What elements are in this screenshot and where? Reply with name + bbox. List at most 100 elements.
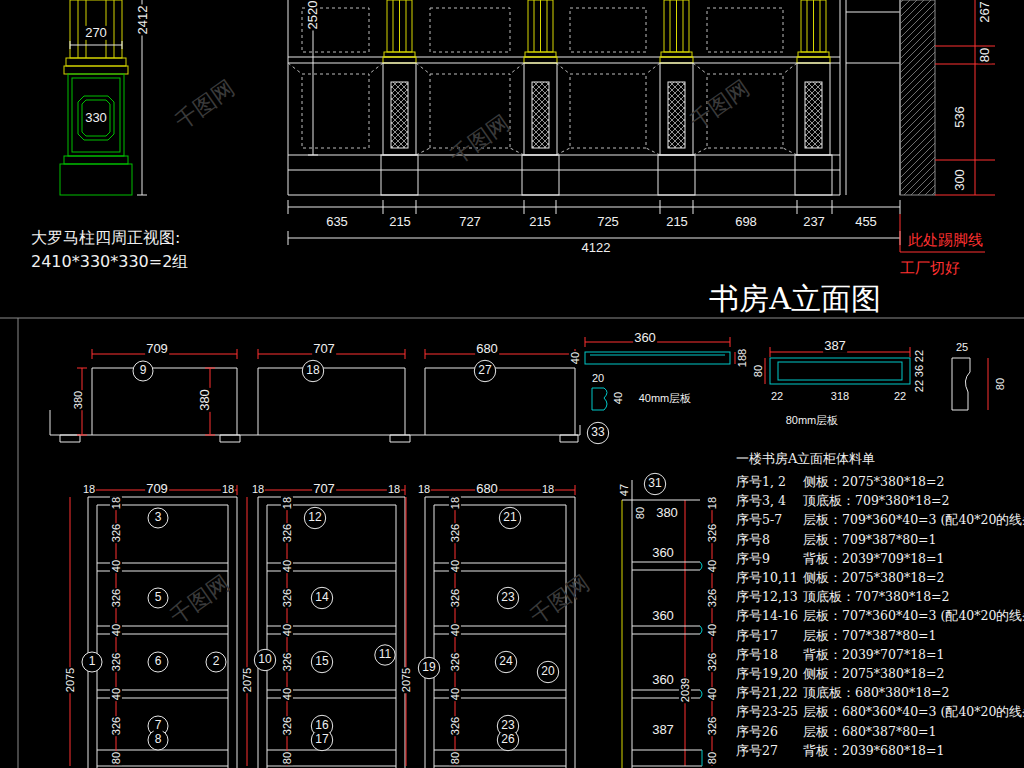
- dimension-text: 215: [388, 215, 412, 229]
- material-row: 层板：680*387*80=1: [802, 725, 938, 739]
- callout-circle: [497, 729, 518, 750]
- callout-number: 2: [212, 655, 221, 668]
- dimension-text: 326: [110, 588, 122, 608]
- dimension-text: 680: [475, 482, 499, 496]
- callout-number: 31: [647, 477, 662, 490]
- callout-number: 19: [421, 661, 436, 674]
- dimension-lines-red: [580, 337, 988, 410]
- dimension-text: 20: [591, 372, 605, 384]
- dimension-text: 18: [82, 483, 96, 495]
- dimension-text: 22: [913, 379, 925, 393]
- dimension-lines-red: [77, 349, 575, 435]
- dimension-text: 318: [830, 390, 850, 402]
- callout-circle: [311, 651, 332, 672]
- dimension-text: 40: [281, 687, 293, 701]
- dimension-text: 18: [251, 483, 265, 495]
- callout-number: 23: [500, 591, 515, 604]
- callout-number: 27: [477, 364, 492, 377]
- dimension-text: 380: [198, 388, 212, 412]
- dimension-text: 326: [281, 523, 293, 543]
- dimension-text: 709: [145, 342, 169, 356]
- callout-number: 15: [314, 655, 329, 668]
- dimension-text: 326: [110, 523, 122, 543]
- dimension-text: 680: [475, 342, 499, 356]
- callout-number: 5: [154, 591, 163, 604]
- trim-profile: [952, 358, 970, 410]
- callout-number: 23: [500, 719, 515, 732]
- dimension-text: 18: [541, 483, 555, 495]
- callout-circle: [148, 730, 168, 750]
- dimension-text: 698: [734, 215, 758, 229]
- dimension-text: 326: [449, 588, 461, 608]
- dimension-text: 2520: [306, 0, 320, 30]
- dimension-text: 40: [706, 559, 718, 573]
- callout-circle: [644, 473, 665, 494]
- callout-circle: [302, 360, 323, 381]
- material-row: 顶底板：709*380*18=2: [802, 494, 951, 508]
- dimension-text: 36: [913, 364, 925, 378]
- dimension-text: 215: [528, 215, 552, 229]
- material-row: 侧板：2075*380*18=2: [802, 667, 946, 681]
- cabinet-front: [88, 497, 575, 768]
- bookcase-elevation: [288, 0, 935, 245]
- dimension-text: 300: [953, 168, 967, 192]
- dimension-text: 40: [449, 559, 461, 573]
- column-note: 大罗马柱四周正视图:: [30, 229, 181, 247]
- dimension-text: 326: [281, 652, 293, 672]
- sheet-divider: [0, 318, 1024, 768]
- dimension-text: 40: [612, 391, 624, 405]
- dimension-text: 80: [634, 506, 646, 520]
- callout-number: 33: [590, 426, 605, 439]
- dimension-text: 18: [110, 496, 122, 510]
- roman-column: [60, 0, 147, 195]
- dimension-text: 326: [706, 588, 718, 608]
- callout-number: 12: [307, 511, 322, 524]
- callout-number: 14: [314, 591, 329, 604]
- callout-circle: [82, 652, 102, 672]
- callout-number: 17: [314, 733, 329, 746]
- dimension-text: 188: [736, 348, 748, 368]
- dimension-text: 326: [110, 716, 122, 736]
- dimension-text: 40: [281, 559, 293, 573]
- material-row: 序号26: [735, 725, 779, 739]
- callout-circle: [206, 652, 226, 672]
- dimension-lines-red: [900, 0, 995, 252]
- dimension-text: 40: [706, 623, 718, 637]
- dimension-text: 40mm层板: [638, 392, 693, 404]
- material-row: 层板：707*360*40=3 (配40*20的线条: [802, 610, 1024, 624]
- dimension-text: 2075: [400, 667, 412, 693]
- dimension-text: 80: [110, 751, 122, 765]
- dimension-text: 80: [994, 377, 1006, 391]
- callout-circle: [499, 507, 520, 528]
- dimension-text: 725: [596, 215, 620, 229]
- material-row: 序号18: [735, 648, 779, 662]
- callout-circle: [148, 588, 168, 608]
- material-list-title: 一楼书房A立面柜体料单: [735, 452, 876, 466]
- material-row: 背板：2039*680*18=1: [802, 744, 946, 758]
- watermark: 千图网: [525, 571, 595, 630]
- column-note: 2410*330*330=2组: [30, 253, 189, 271]
- dimension-text: 40: [110, 559, 122, 573]
- watermark: 千图网: [170, 76, 240, 135]
- dimension-lines-red: [70, 485, 712, 766]
- callout-circle: [148, 508, 168, 528]
- dimension-text: 635: [325, 215, 349, 229]
- dimension-text: 326: [706, 652, 718, 672]
- material-row: 序号14-16: [735, 610, 799, 624]
- dimension-text: 18: [221, 483, 235, 495]
- dimension-text: 455: [854, 215, 878, 229]
- dimension-text: 2039: [679, 677, 691, 703]
- dimension-text: 2412: [136, 5, 150, 36]
- material-row: 序号23-25: [735, 706, 799, 720]
- material-row: 序号12,13: [735, 590, 799, 604]
- callout-circle: [474, 360, 495, 381]
- callout-number: 9: [139, 364, 148, 377]
- watermark: 千图网: [445, 111, 515, 170]
- dimension-text: 326: [281, 588, 293, 608]
- factory-note: 此处踢脚线: [907, 232, 984, 249]
- dimension-text: 40: [569, 351, 581, 365]
- callout-number: 6: [154, 655, 163, 668]
- callout-number: 1: [88, 655, 97, 668]
- dimension-text: 326: [706, 523, 718, 543]
